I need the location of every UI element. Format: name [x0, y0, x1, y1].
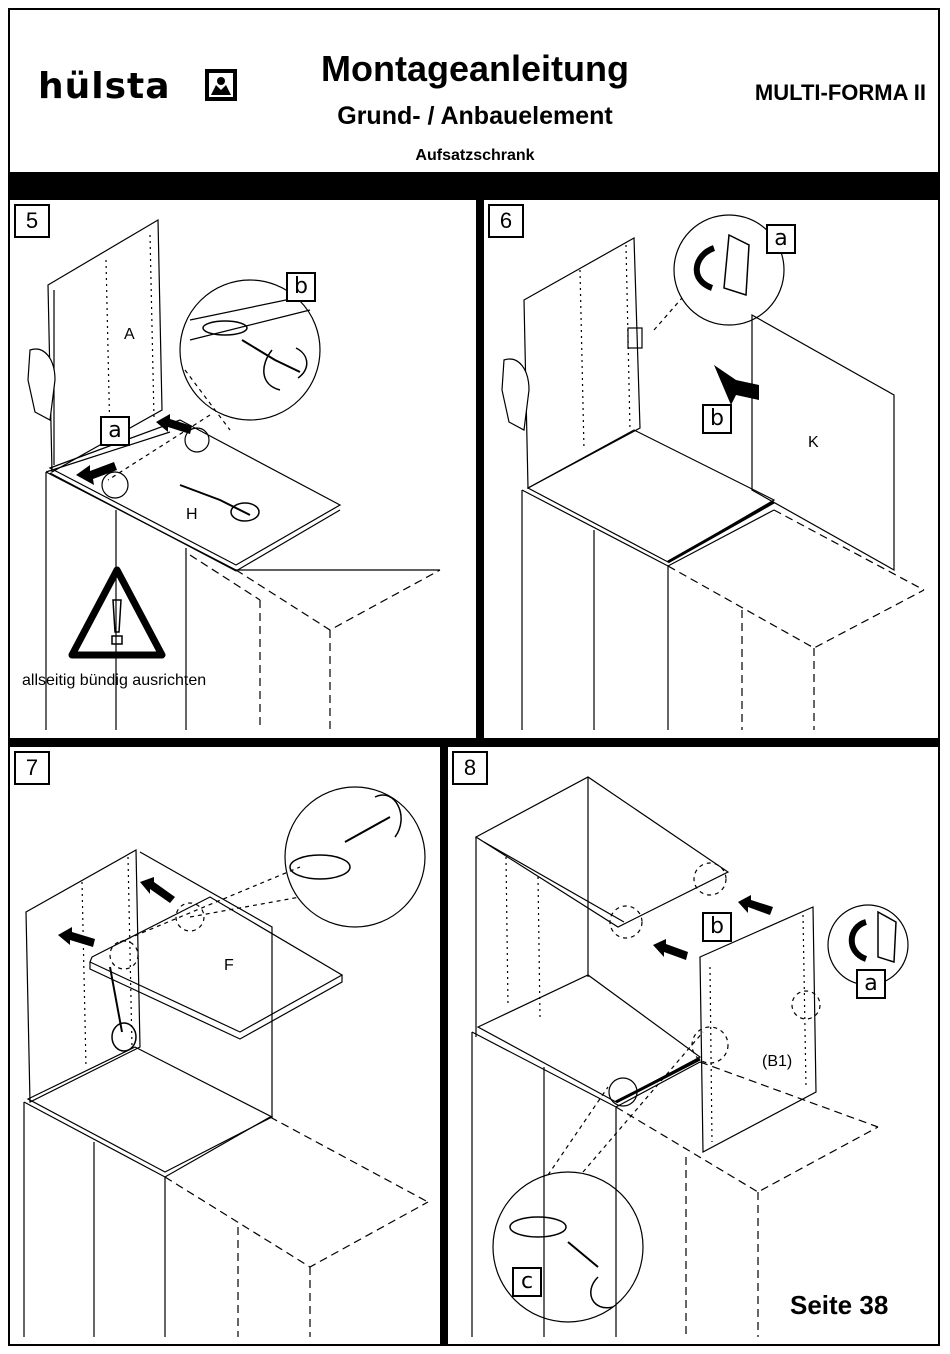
step-5-number: 5 [14, 204, 50, 238]
step-5-part-H: H [186, 506, 198, 524]
step-7-illustration [10, 747, 440, 1345]
header-divider-bar [10, 172, 938, 200]
brand-logo-icon [204, 68, 238, 102]
document-subsubtitle: Aufsatzschrank [260, 147, 690, 165]
page-number: Seite 38 [790, 1290, 888, 1321]
panel-divider-vertical-top [476, 200, 484, 740]
document-title: Montageanleitung [260, 48, 690, 90]
step-8-callout-a: a [856, 969, 886, 999]
model-name: MULTI-FORMA II [712, 80, 926, 106]
panel-divider-vertical-bottom [440, 747, 448, 1345]
step-6-callout-b: b [702, 404, 732, 434]
step-6-panel: 6 a b K [484, 200, 938, 738]
document-subtitle: Grund- / Anbauelement [260, 102, 690, 131]
step-8-illustration [448, 747, 938, 1345]
step-6-part-K: K [808, 434, 819, 452]
step-5-illustration [10, 200, 476, 738]
step-6-illustration [484, 200, 938, 738]
step-7-part-F: F [224, 957, 234, 975]
step-8-callout-b: b [702, 912, 732, 942]
step-5-warning-text: allseitig bündig ausrichten [22, 672, 206, 690]
step-7-panel: 7 F [10, 747, 440, 1345]
panel-divider-horizontal [10, 738, 938, 747]
step-5-callout-b: b [286, 272, 316, 302]
step-5-callout-a: a [100, 416, 130, 446]
step-5-panel: 5 a b A H allseitig bündig ausrichten [10, 200, 476, 738]
step-8-panel: 8 a b c (B1) [448, 747, 938, 1345]
brand-logo-text: hülsta [38, 66, 171, 107]
step-7-number: 7 [14, 751, 50, 785]
step-6-callout-a: a [766, 224, 796, 254]
step-8-part-B1: (B1) [762, 1053, 792, 1071]
step-8-callout-c: c [512, 1267, 542, 1297]
step-6-number: 6 [488, 204, 524, 238]
step-5-part-A: A [124, 326, 135, 344]
step-8-number: 8 [452, 751, 488, 785]
